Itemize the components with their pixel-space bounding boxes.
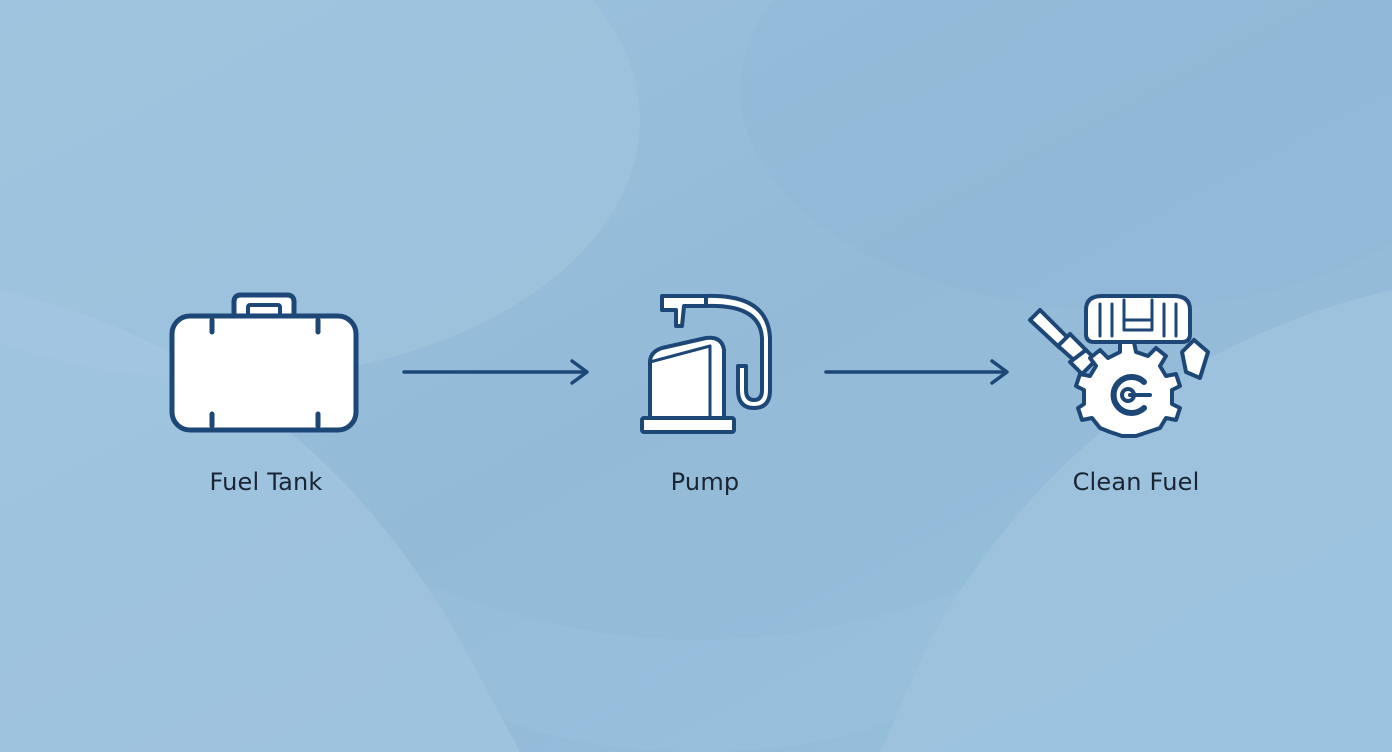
pump-node (636, 290, 778, 442)
flow-arrow-2 (824, 359, 1009, 385)
pump-label: Pump (670, 468, 740, 496)
flow-arrow-1 (402, 359, 589, 385)
clean-fuel-label: Clean Fuel (1072, 468, 1200, 496)
engine-node (1024, 290, 1214, 444)
fuel-pump-icon (640, 293, 772, 434)
fuel-tank-label: Fuel Tank (209, 468, 323, 496)
fuel-tank-node (168, 292, 360, 438)
engine-icon (1028, 294, 1210, 438)
fuel-tank-icon (169, 292, 359, 433)
